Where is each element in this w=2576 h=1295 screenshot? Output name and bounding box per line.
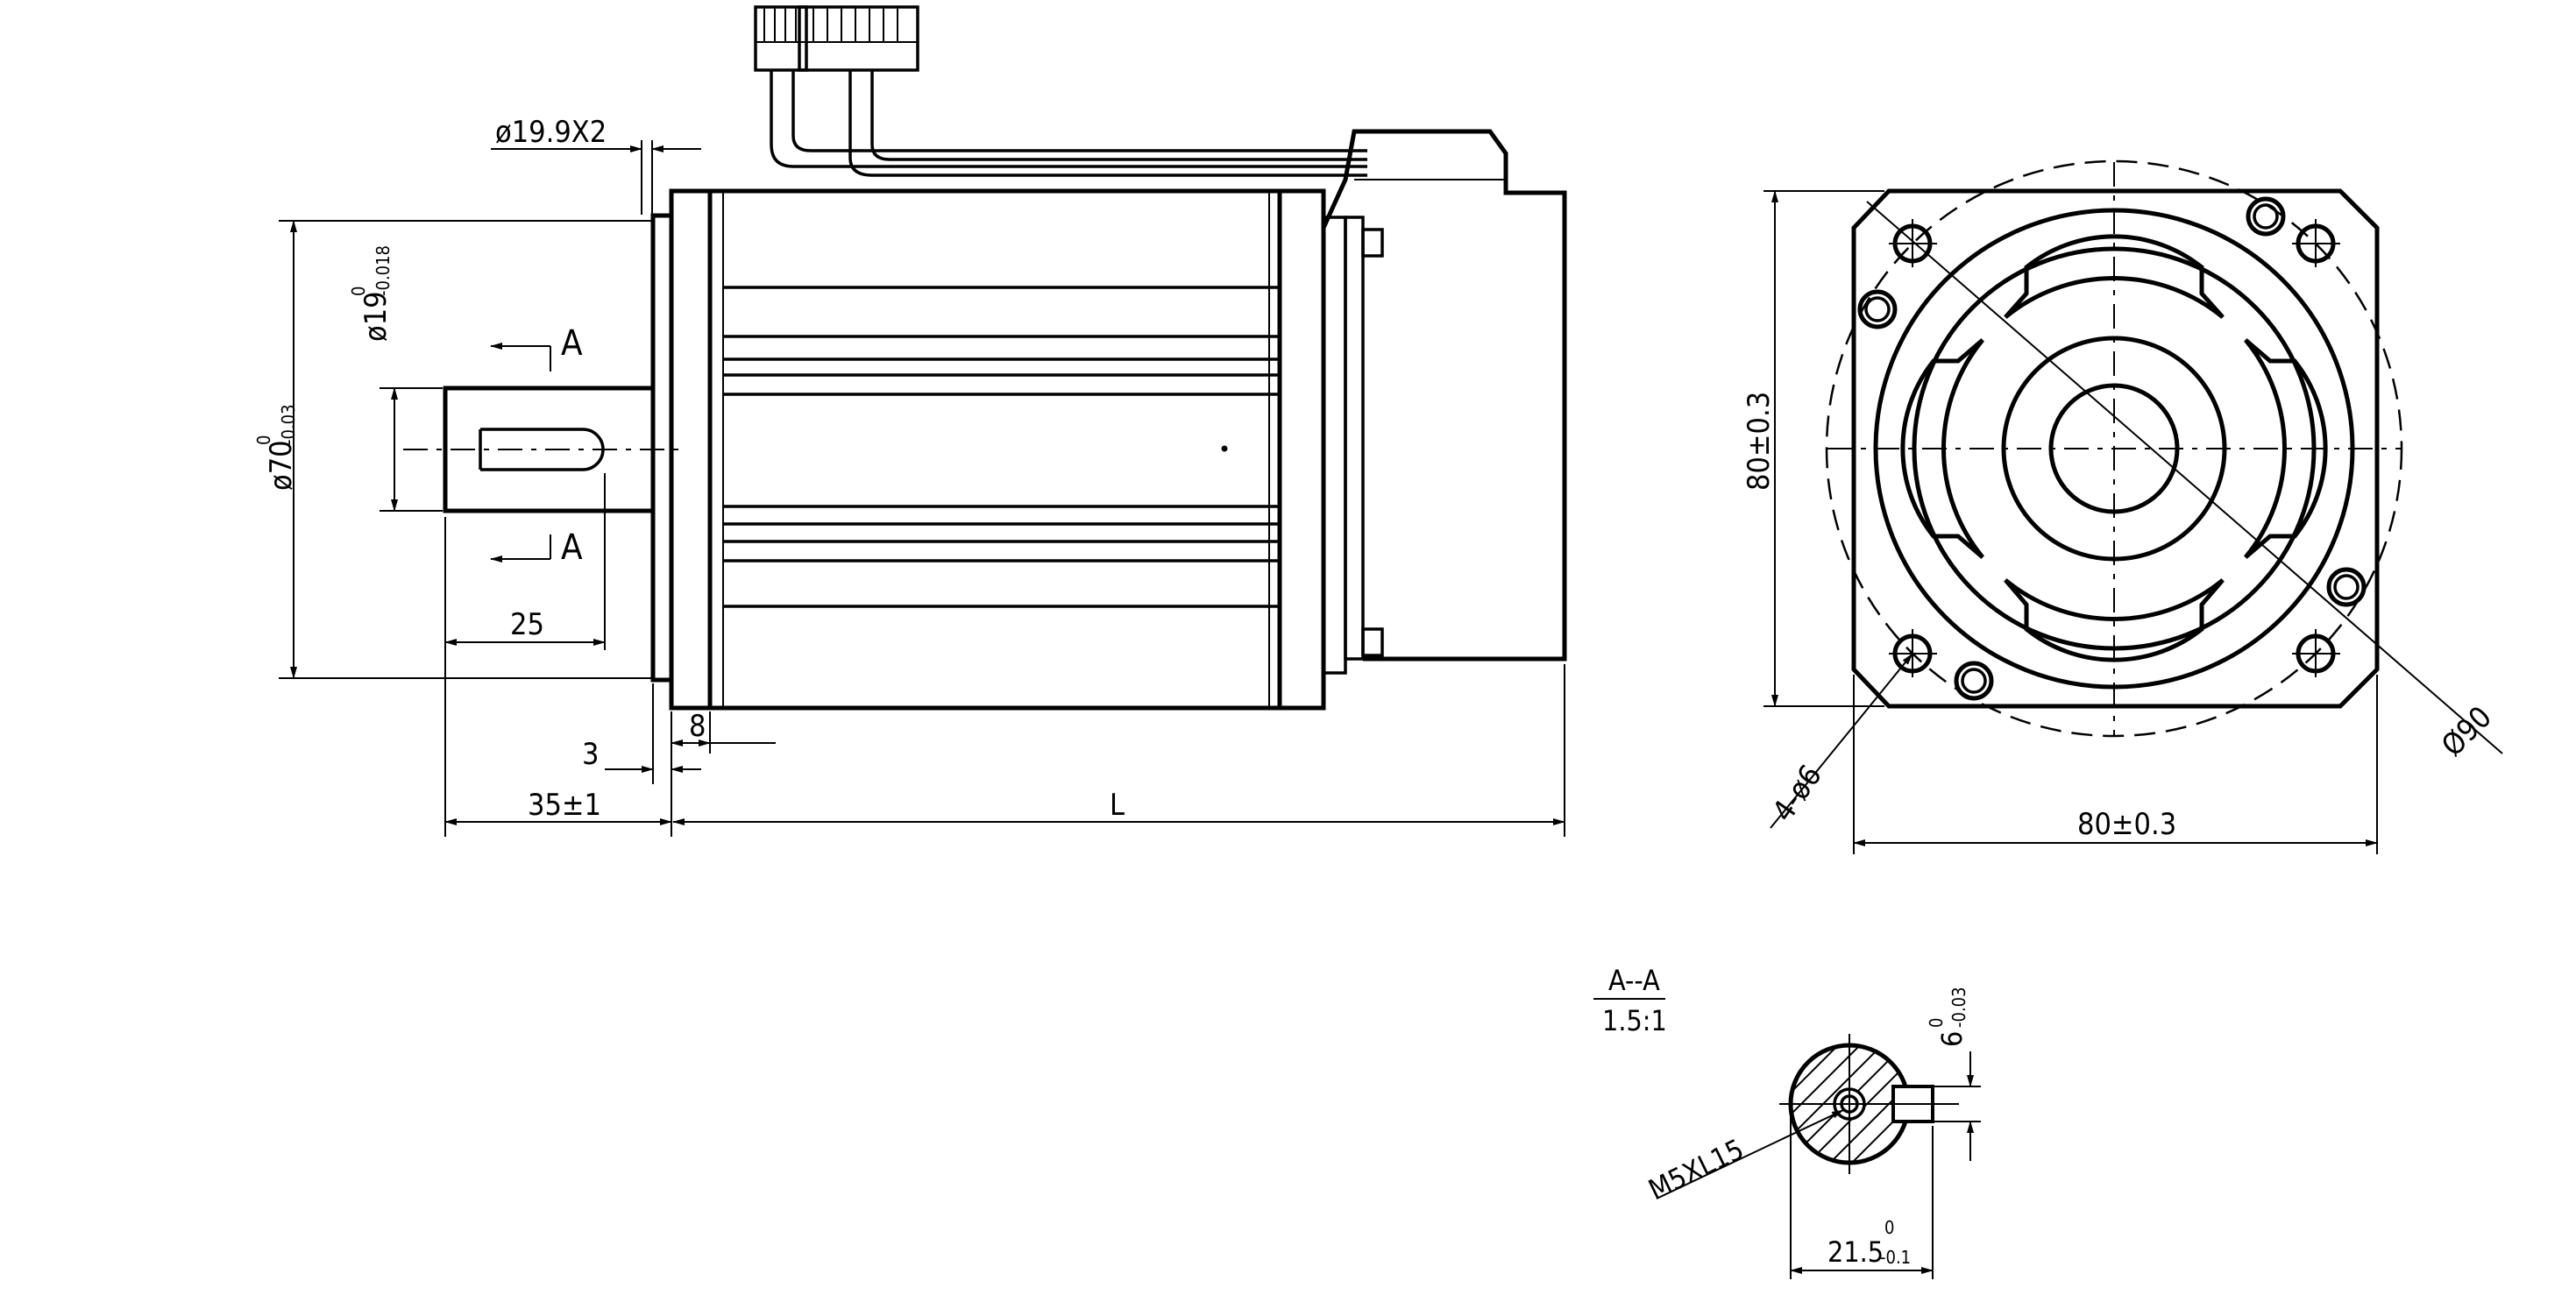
dim-height-label: 80±0.3 <box>1742 392 1777 491</box>
dim-shaft-length-label: 35±1 <box>528 788 601 823</box>
dim-key-height-tol-low: -0.1 <box>1880 1247 1911 1268</box>
dim-shaft-diameter-label: ø19 <box>358 291 394 342</box>
dim-shaft-diameter-tol-up: 0 <box>348 287 369 296</box>
dim-flange-thickness: 8 <box>671 709 776 747</box>
section-marker-bottom: A <box>490 527 583 568</box>
dim-key-length: 25 <box>444 473 606 650</box>
dim-shaft-diameter-tol-low: -0.018 <box>373 245 394 296</box>
dim-key-width-tol-up: 0 <box>1926 1018 1947 1028</box>
cable-connector <box>754 5 1367 177</box>
section-marker-label-top: A <box>561 323 583 364</box>
dim-pilot-diameter-tol-low: -0.03 <box>278 404 299 445</box>
dim-shaft-diameter: ø19 0 -0.018 <box>348 245 443 512</box>
shaft <box>403 213 684 683</box>
dim-key-width-label: 6 <box>1935 1031 1969 1047</box>
side-view: A A ø19.9X2 ø19 0 -0.018 <box>253 5 1567 837</box>
dim-shaft-length: 35±1 <box>444 788 672 825</box>
section-title: A--A <box>1608 964 1660 997</box>
dim-flange-gap-label: ø19.9X2 <box>495 115 607 150</box>
dim-key-height-tol-up: 0 <box>1884 1217 1894 1238</box>
dim-key-height: 21.5 0 -0.1 <box>1790 1106 1934 1279</box>
dim-key-width: 6 0 -0.03 <box>1926 987 1981 1161</box>
dim-key-width-tol-low: -0.03 <box>1948 987 1969 1028</box>
dim-height: 80±0.3 <box>1742 190 1884 707</box>
dim-width: 80±0.3 <box>1853 675 2378 854</box>
dim-body-length: L <box>672 788 1565 825</box>
dim-bolt-circle: Ø90 <box>2435 700 2499 764</box>
encoder-housing <box>1321 129 1567 662</box>
dim-thread-label: M5XL15 <box>1643 1132 1749 1207</box>
dim-pilot-diameter-label: ø70 <box>264 440 299 491</box>
dim-holes: 4-ø6 <box>1766 653 1913 829</box>
dim-bolt-circle-label: Ø90 <box>2435 700 2499 764</box>
dim-pilot-depth-label: 3 <box>582 737 599 772</box>
section-marker-top: A <box>490 323 583 372</box>
dim-pilot-depth: 3 <box>582 737 701 773</box>
dim-pilot-diameter-tol-up: 0 <box>253 435 274 445</box>
front-view: 80±0.3 80±0.3 4-ø6 Ø90 <box>1742 159 2503 854</box>
section-a-a: A--A 1.5:1 6 <box>1593 964 1981 1279</box>
section-marker-label-bottom: A <box>561 527 583 568</box>
motor-body <box>669 188 1347 711</box>
dim-pilot-diameter: ø70 0 -0.03 <box>253 220 653 679</box>
dim-key-length-label: 25 <box>510 607 544 642</box>
dim-body-length-label: L <box>1110 788 1125 823</box>
dim-flange-gap: ø19.9X2 <box>491 115 701 215</box>
dim-key-height-label: 21.5 <box>1827 1235 1884 1269</box>
dim-flange-thickness-label: 8 <box>689 709 706 744</box>
dim-width-label: 80±0.3 <box>2077 807 2176 842</box>
dim-thread: M5XL15 <box>1643 1109 1844 1207</box>
section-scale: 1.5:1 <box>1602 1004 1667 1037</box>
